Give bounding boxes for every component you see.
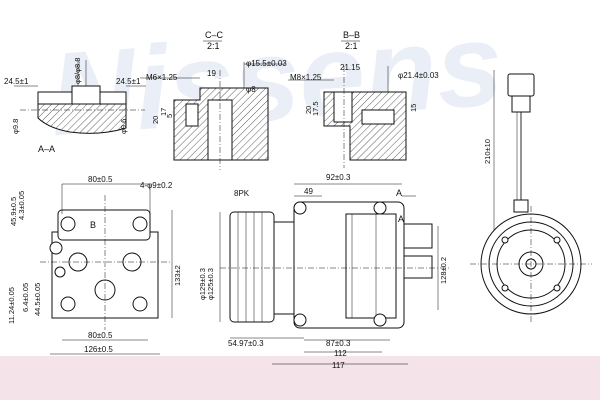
section-cc-title: C–C <box>205 30 224 40</box>
dim-17-5: 17.5 <box>311 101 320 116</box>
dim-126: 126±0.5 <box>84 345 113 354</box>
dim-m6: M6×1.25 <box>146 73 178 82</box>
section-cc-scale: 2:1 <box>207 41 220 51</box>
dim-phi8: φ8 <box>246 85 256 94</box>
dim-4-3: 4.3±0.05 <box>17 191 26 220</box>
dim-15: 15 <box>409 104 418 112</box>
dim-11-24: 11.24±0.05 <box>7 287 16 324</box>
dim-phi9-6: φ9.6 <box>119 119 128 134</box>
dim-phi9-8: φ9.8 <box>11 119 20 134</box>
dim-21-15: 21.15 <box>340 63 361 72</box>
dim-24-5-left: 24.5±1 <box>4 77 29 86</box>
dim-4-holes: 4-φ9±0.2 <box>140 181 173 190</box>
dim-49: 49 <box>304 187 313 196</box>
dim-20b: 20 <box>304 106 313 114</box>
dim-20: 20 <box>151 116 160 124</box>
dim-5: 5 <box>165 114 174 118</box>
dim-44-5: 44.5±0.05 <box>33 283 42 316</box>
dim-17: 17 <box>159 108 168 116</box>
dim-phi125: φ125±0.3 <box>206 268 215 300</box>
marker-b: B <box>90 220 96 230</box>
section-bb-title: B–B <box>343 30 360 40</box>
dim-80-top: 80±0.5 <box>88 175 113 184</box>
bottom-band <box>0 356 600 400</box>
dim-128: 128±0.2 <box>439 257 448 284</box>
dim-24-5-right: 24.5±1 <box>116 77 141 86</box>
section-bb-scale: 2:1 <box>345 41 358 51</box>
section-bb-view: B–B 2:1 M8×1.25 21.15 φ21.4±0.03 17.5 20… <box>288 30 439 168</box>
dim-phi129: φ129±0.3 <box>198 268 207 300</box>
marker-a-top: A <box>396 188 402 198</box>
dim-19: 19 <box>207 69 216 78</box>
dim-117: 117 <box>332 361 345 370</box>
dim-80-bottom: 80±0.5 <box>88 331 113 340</box>
dim-54-97: 54.97±0.3 <box>228 339 264 348</box>
dim-92: 92±0.3 <box>326 173 351 182</box>
dim-210: 210±10 <box>483 139 492 164</box>
side-view: 8PK 92±0.3 49 A A φ129±0.3 φ125±0.3 128±… <box>198 173 450 370</box>
dim-112: 112 <box>334 349 347 358</box>
marker-a-side: A <box>398 214 404 224</box>
dim-phi8-8: φ8/φ8.8 <box>73 58 82 84</box>
dim-6-4: 6.4±0.05 <box>21 283 30 312</box>
section-aa-label: A–A <box>38 144 55 154</box>
rear-view: 210±10 <box>470 70 592 322</box>
dim-phi21-4: φ21.4±0.03 <box>398 71 439 80</box>
section-aa-view: 24.5±1 24.5±1 φ8/φ8.8 φ9.8 φ9.6 A–A <box>4 58 146 154</box>
dim-m8: M8×1.25 <box>290 73 322 82</box>
belt-label: 8PK <box>234 189 250 198</box>
dim-133: 133±2 <box>173 265 182 286</box>
dim-phi15-5: φ15.5±0.03 <box>246 59 287 68</box>
dim-87: 87±0.3 <box>326 339 351 348</box>
section-cc-view: C–C 2:1 M6×1.25 19 φ15.5±0.03 φ8 20 17 5 <box>140 30 287 170</box>
dim-45-9: 45.9±0.5 <box>9 197 18 226</box>
front-view: 80±0.5 4-φ9±0.2 B 45.9±0.5 4.3±0.05 133±… <box>7 175 182 355</box>
watermark: Nissens <box>46 0 507 161</box>
